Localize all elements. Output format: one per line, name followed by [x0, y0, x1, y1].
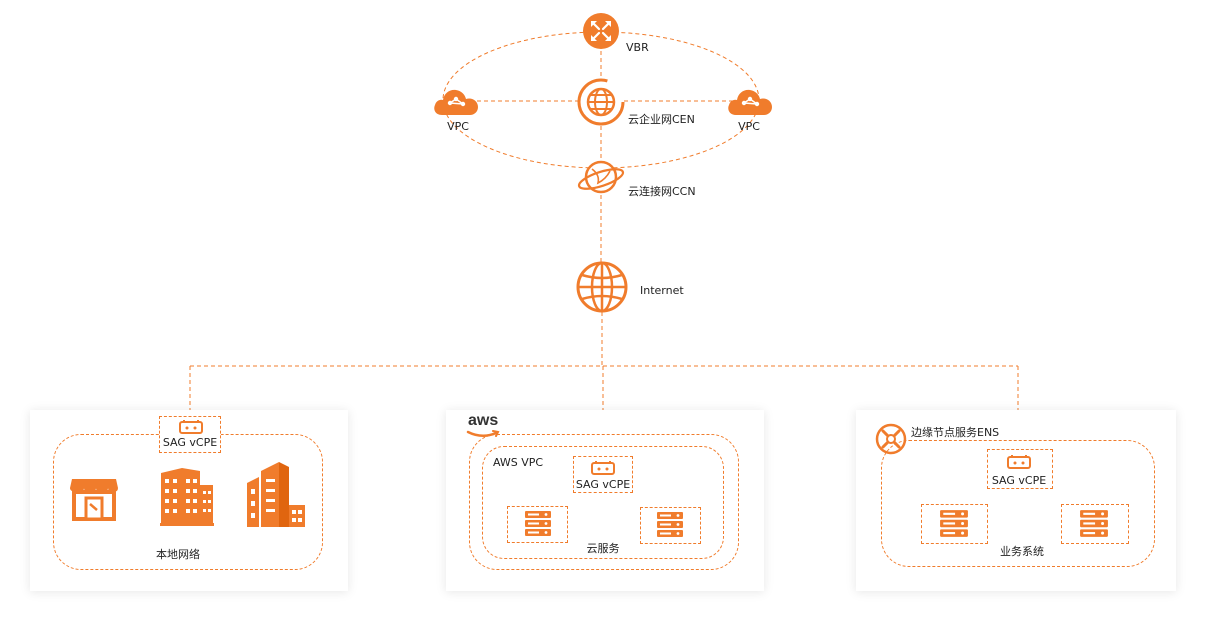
internet-label: Internet — [640, 284, 684, 297]
store-icon — [70, 479, 118, 521]
sag-vcpe-icon — [591, 461, 615, 475]
planet-icon — [577, 160, 625, 194]
local-sag-label: SAG vCPE — [162, 436, 218, 449]
ens-caption: 业务系统 — [1000, 545, 1044, 558]
server-icon — [940, 510, 968, 537]
vpc-right-label: VPC — [738, 120, 760, 133]
aws-vpc-label: AWS VPC — [493, 456, 544, 469]
aws-logo-text: aws — [468, 412, 499, 429]
aws-vpc-group — [482, 446, 724, 559]
ens-group — [881, 440, 1155, 567]
globe-icon — [577, 78, 625, 126]
aws-sag-label: SAG vCPE — [575, 478, 631, 491]
cen-label: 云企业网CEN — [628, 113, 695, 126]
ens-title: 边缘节点服务ENS — [911, 426, 1000, 439]
server-icon — [1080, 510, 1108, 537]
cloud-icon — [434, 89, 478, 115]
aws-caption: 云服务 — [586, 542, 620, 555]
server-icon — [525, 511, 551, 536]
vpc-left-label: VPC — [447, 120, 469, 133]
skyscraper-icon — [247, 462, 305, 527]
sag-vcpe-icon — [1007, 455, 1031, 469]
internet-globe-icon — [576, 261, 628, 313]
office-building-icon — [160, 468, 214, 526]
ccn-label: 云连接网CCN — [628, 185, 696, 198]
server-icon — [657, 512, 683, 537]
cloud-icon — [728, 89, 772, 115]
ens-sag-label: SAG vCPE — [991, 474, 1047, 487]
local-network-caption: 本地网络 — [156, 548, 200, 561]
vbr-label: VBR — [626, 41, 649, 54]
aws-outer-group — [469, 434, 739, 570]
sag-vcpe-icon — [179, 420, 203, 434]
router-icon — [583, 13, 619, 49]
